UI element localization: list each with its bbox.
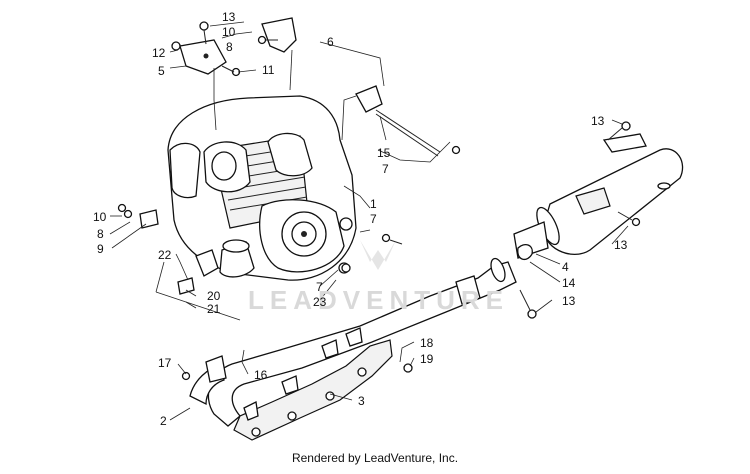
callout-2: 2 xyxy=(160,414,167,428)
callout-20: 20 xyxy=(207,289,221,303)
callout-3: 3 xyxy=(358,394,365,408)
callout-7-top: 7 xyxy=(382,162,389,176)
muffler-assembly xyxy=(513,133,684,260)
callout-23: 23 xyxy=(313,295,327,309)
callout-7-low: 7 xyxy=(316,280,323,294)
callout-14: 14 xyxy=(562,276,576,290)
watermark-text: LEADVENTURE xyxy=(248,285,510,315)
footer-credit: Rendered by LeadVenture, Inc. xyxy=(291,451,459,465)
callout-18: 18 xyxy=(420,336,434,350)
callout-12: 12 xyxy=(152,46,166,60)
fasteners xyxy=(117,21,641,381)
callout-19: 19 xyxy=(420,352,434,366)
heat-shield xyxy=(233,327,393,441)
callout-10-top: 10 xyxy=(222,25,236,39)
callout-13-pipe: 13 xyxy=(562,294,576,308)
watermark-logo xyxy=(360,240,396,270)
callout-16: 16 xyxy=(254,368,268,382)
callout-13-top: 13 xyxy=(222,10,236,24)
callout-4: 4 xyxy=(562,260,569,274)
callout-13-muffler-side: 13 xyxy=(614,238,628,252)
callout-1: 1 xyxy=(370,197,377,211)
engine-brackets xyxy=(179,17,441,157)
callout-22: 22 xyxy=(158,248,172,262)
callout-21: 21 xyxy=(207,302,221,316)
callout-11: 11 xyxy=(262,63,275,77)
callout-17: 17 xyxy=(158,356,172,370)
leader-lines xyxy=(109,21,629,421)
callout-7-mid: 7 xyxy=(370,212,377,226)
callout-10-left: 10 xyxy=(93,210,107,224)
callout-8-top: 8 xyxy=(226,40,233,54)
header-pipe xyxy=(189,257,517,427)
engine-assembly xyxy=(167,95,357,281)
callout-15: 15 xyxy=(377,146,391,160)
callout-8-left: 8 xyxy=(97,227,104,241)
callout-9: 9 xyxy=(97,242,104,256)
callout-6: 6 xyxy=(327,35,334,49)
callout-5: 5 xyxy=(158,64,165,78)
callout-13-muffler-top: 13 xyxy=(591,114,605,128)
